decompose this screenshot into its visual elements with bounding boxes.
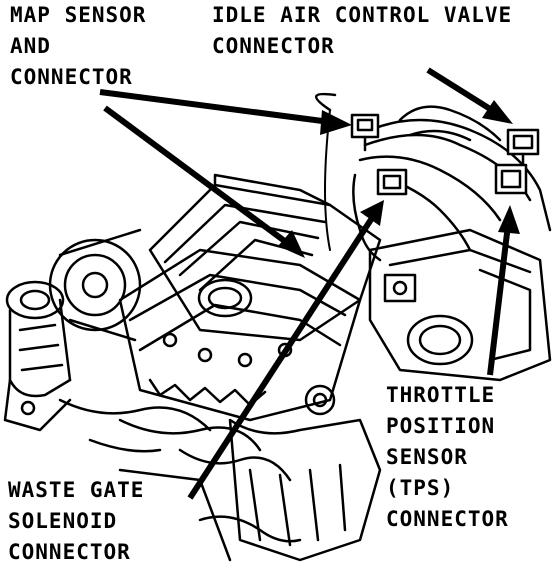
pointer-arrows bbox=[99, 67, 520, 500]
arrowhead-map-upper bbox=[320, 110, 352, 135]
waste-gate-label: WASTE GATE SOLENOID CONNECTOR bbox=[8, 475, 144, 568]
arrow-map-lower bbox=[103, 105, 292, 248]
map-sensor-label-line: AND bbox=[10, 34, 51, 58]
waste-gate-connector bbox=[376, 168, 408, 196]
tps-label-line: THROTTLE bbox=[386, 383, 496, 407]
arrowhead-iac bbox=[482, 100, 513, 124]
tps-label-line: CONNECTOR bbox=[386, 507, 509, 531]
map-sensor-label: MAP SENSOR AND CONNECTOR bbox=[10, 0, 146, 93]
arrow-waste-gate bbox=[187, 216, 375, 500]
idle-air-control-label-line: IDLE AIR CONTROL VALVE bbox=[212, 3, 513, 27]
tps-label-line: SENSOR bbox=[386, 445, 468, 469]
tps-label-line: POSITION bbox=[386, 414, 496, 438]
idle-air-control-label: IDLE AIR CONTROL VALVE CONNECTOR bbox=[212, 0, 512, 62]
map-sensor-label-line: CONNECTOR bbox=[10, 65, 133, 89]
waste-gate-label-line: CONNECTOR bbox=[8, 540, 131, 564]
front-pulley bbox=[48, 228, 142, 342]
tps-label: THROTTLE POSITION SENSOR (TPS) CONNECTOR bbox=[386, 380, 509, 535]
idle-air-control-label-line: CONNECTOR bbox=[212, 34, 335, 58]
arrow-tps bbox=[487, 224, 511, 376]
valve-cover bbox=[118, 248, 362, 422]
air-intake-pipe bbox=[3, 280, 72, 432]
map-sensor-label-line: MAP SENSOR bbox=[10, 3, 147, 27]
waste-gate-label-line: WASTE GATE bbox=[8, 478, 145, 502]
throttle-body bbox=[368, 228, 552, 382]
tps-connector bbox=[494, 163, 528, 195]
arrowhead-tps bbox=[498, 205, 520, 234]
arrowhead-map-lower bbox=[278, 230, 305, 258]
arrowhead-waste-gate bbox=[360, 200, 384, 226]
tps-label-line: (TPS) bbox=[386, 476, 455, 500]
arrow-iac bbox=[426, 67, 497, 115]
map-sensor-connector bbox=[350, 113, 380, 152]
waste-gate-label-line: SOLENOID bbox=[8, 509, 118, 533]
iac-valve-connector bbox=[506, 128, 540, 172]
arrow-map-upper bbox=[99, 89, 331, 125]
